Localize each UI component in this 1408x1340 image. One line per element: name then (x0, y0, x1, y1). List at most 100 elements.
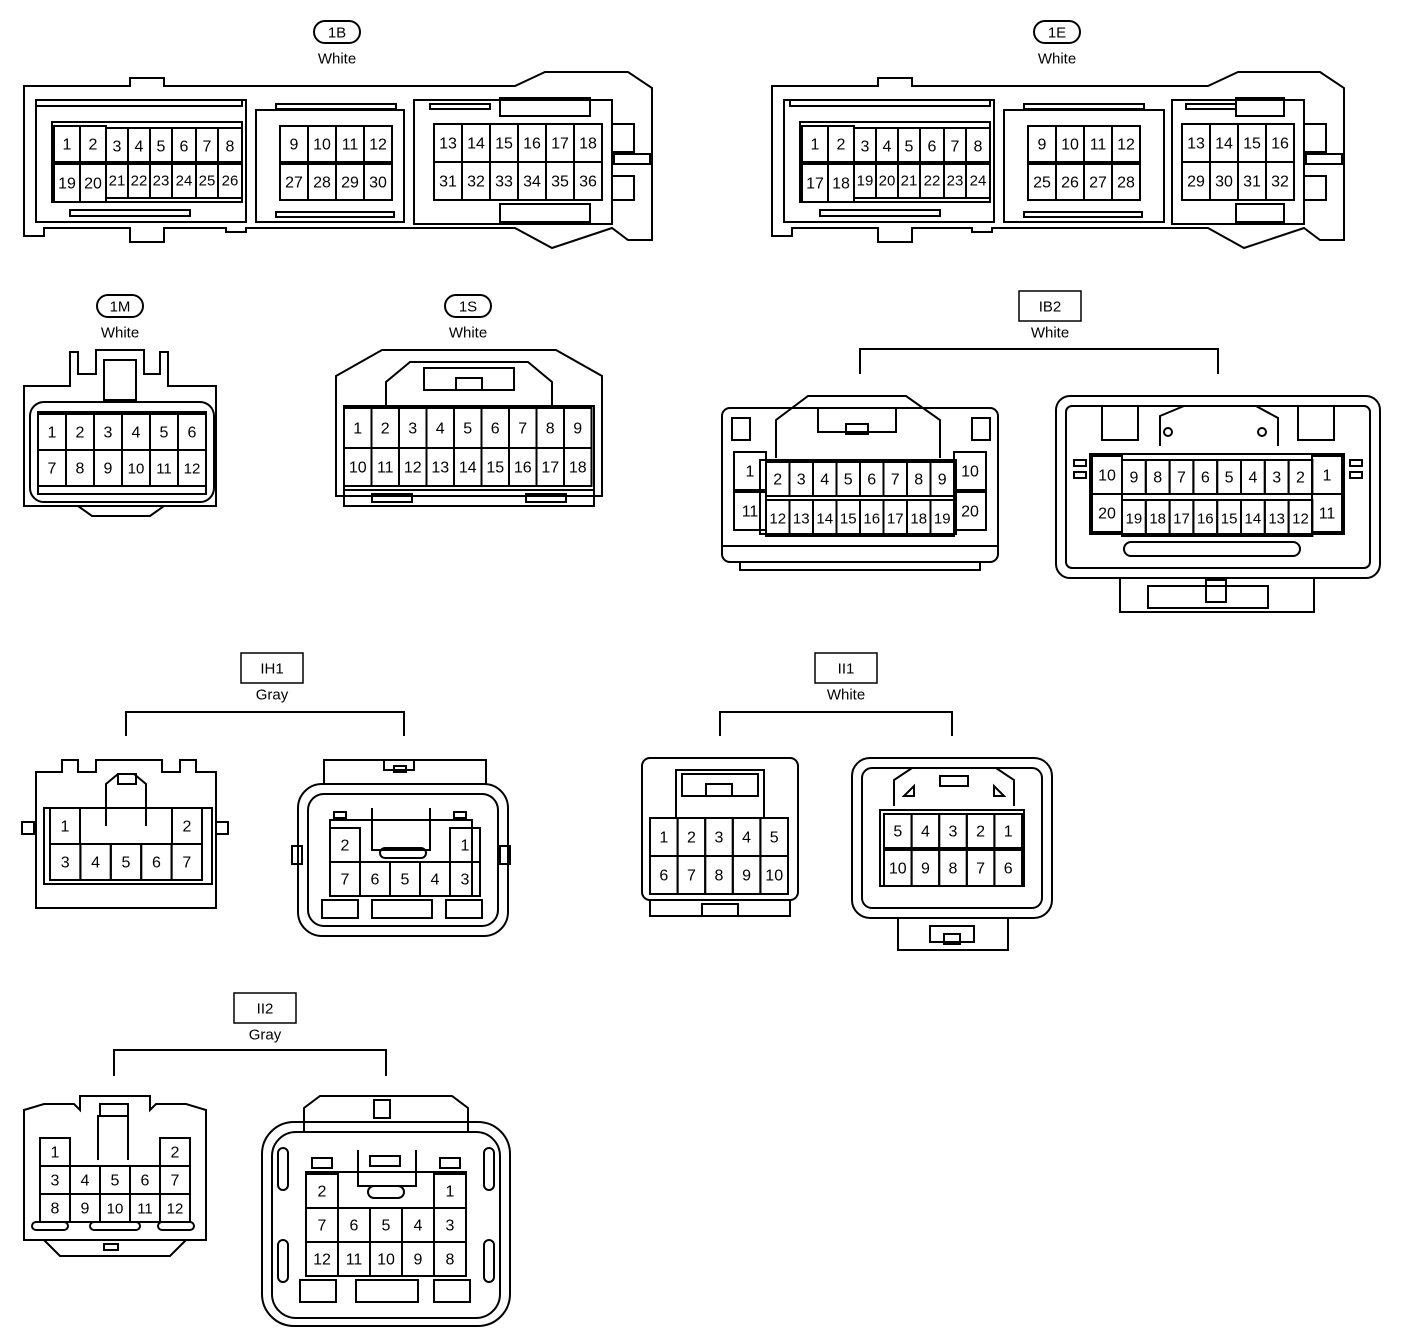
pin-label: 12 (1117, 137, 1135, 154)
pin-label: 2 (76, 425, 85, 442)
pin-label: 2 (837, 137, 846, 154)
pin-label: 20 (879, 173, 896, 190)
pin-label: 2 (171, 1145, 180, 1162)
pin-label: 12 (369, 137, 387, 154)
pin-label: 5 (463, 421, 472, 438)
pin-label: 16 (523, 136, 541, 153)
pin-label: 3 (461, 872, 470, 889)
pin-label: 5 (905, 139, 914, 156)
pin-label: 6 (1201, 470, 1210, 487)
pin-label: 10 (313, 137, 331, 154)
pin-label: 12 (167, 1201, 184, 1218)
pin-label: 23 (947, 173, 964, 190)
pin-label: 28 (313, 175, 331, 192)
pin-label: 4 (431, 872, 440, 889)
pin-label: 10 (765, 868, 783, 885)
pin-label: 2 (341, 838, 350, 855)
connector-id: 1B (328, 25, 346, 42)
pin-label: 7 (171, 1173, 180, 1190)
pin-label: 13 (793, 511, 810, 528)
pin-label: 9 (290, 137, 299, 154)
pin-label: 2 (89, 137, 98, 154)
pin-label: 16 (514, 460, 532, 477)
pin-label: 18 (910, 511, 927, 528)
pin-label: 23 (153, 173, 170, 190)
pin-label: 8 (226, 139, 235, 156)
pin-label: 13 (439, 136, 457, 153)
pin-label: 21 (109, 173, 126, 190)
connector-id: IH1 (260, 661, 283, 678)
pin-label: 4 (132, 425, 141, 442)
pin-label: 10 (377, 1252, 395, 1269)
pin-label: 6 (350, 1218, 359, 1235)
pin-label: 7 (976, 861, 985, 878)
pin-label: 22 (131, 173, 148, 190)
pin-label: 6 (867, 472, 876, 489)
pin-label: 9 (81, 1201, 90, 1218)
pin-label: 4 (91, 855, 100, 872)
pin-label: 5 (111, 1173, 120, 1190)
pin-label: 3 (408, 421, 417, 438)
pin-label: 4 (820, 472, 829, 489)
pin-label: 5 (382, 1218, 391, 1235)
pin-label: 5 (770, 830, 779, 847)
pin-label: 8 (51, 1201, 60, 1218)
pin-label: 3 (715, 830, 724, 847)
pin-label: 1 (1004, 824, 1013, 841)
pin-label: 2 (687, 830, 696, 847)
pin-label: 1 (461, 838, 470, 855)
pin-label: 8 (949, 861, 958, 878)
pin-label: 15 (1243, 136, 1261, 153)
pin-label: 19 (934, 511, 951, 528)
pin-label: 7 (687, 868, 696, 885)
wire-color-label: Gray (249, 1027, 282, 1044)
pin-label: 18 (1149, 511, 1166, 528)
pin-label: 17 (887, 511, 904, 528)
pin-label: 33 (495, 174, 513, 191)
pin-label: 17 (541, 460, 559, 477)
pin-label: 4 (81, 1173, 90, 1190)
pin-label: 1 (61, 819, 70, 836)
pin-label: 26 (222, 173, 239, 190)
pin-label: 11 (742, 504, 759, 521)
pin-label: 3 (797, 472, 806, 489)
connector-id: II2 (257, 1001, 274, 1018)
pin-label: 17 (551, 136, 569, 153)
pin-label: 16 (863, 511, 880, 528)
pin-label: 29 (1187, 174, 1205, 191)
pin-label: 30 (369, 175, 387, 192)
pin-label: 7 (318, 1218, 327, 1235)
pin-label: 12 (313, 1252, 331, 1269)
pin-label: 32 (467, 174, 485, 191)
connector-id: IB2 (1039, 299, 1062, 316)
pin-label: 16 (1197, 511, 1214, 528)
pin-label: 14 (459, 460, 477, 477)
pin-label: 8 (446, 1252, 455, 1269)
pin-label: 36 (579, 174, 597, 191)
pin-label: 8 (974, 139, 983, 156)
pin-label: 13 (431, 460, 449, 477)
pin-label: 19 (58, 176, 76, 193)
pin-label: 2 (1296, 470, 1305, 487)
pin-label: 4 (135, 139, 144, 156)
pin-label: 7 (518, 421, 527, 438)
pin-label: 19 (857, 173, 874, 190)
pin-label: 5 (1225, 470, 1234, 487)
pin-label: 35 (551, 174, 569, 191)
pin-label: 20 (1098, 506, 1116, 523)
pin-label: 3 (446, 1218, 455, 1235)
pin-label: 10 (961, 464, 979, 481)
pin-label: 4 (1248, 470, 1257, 487)
pin-label: 14 (1245, 511, 1262, 528)
pin-label: 25 (199, 173, 216, 190)
